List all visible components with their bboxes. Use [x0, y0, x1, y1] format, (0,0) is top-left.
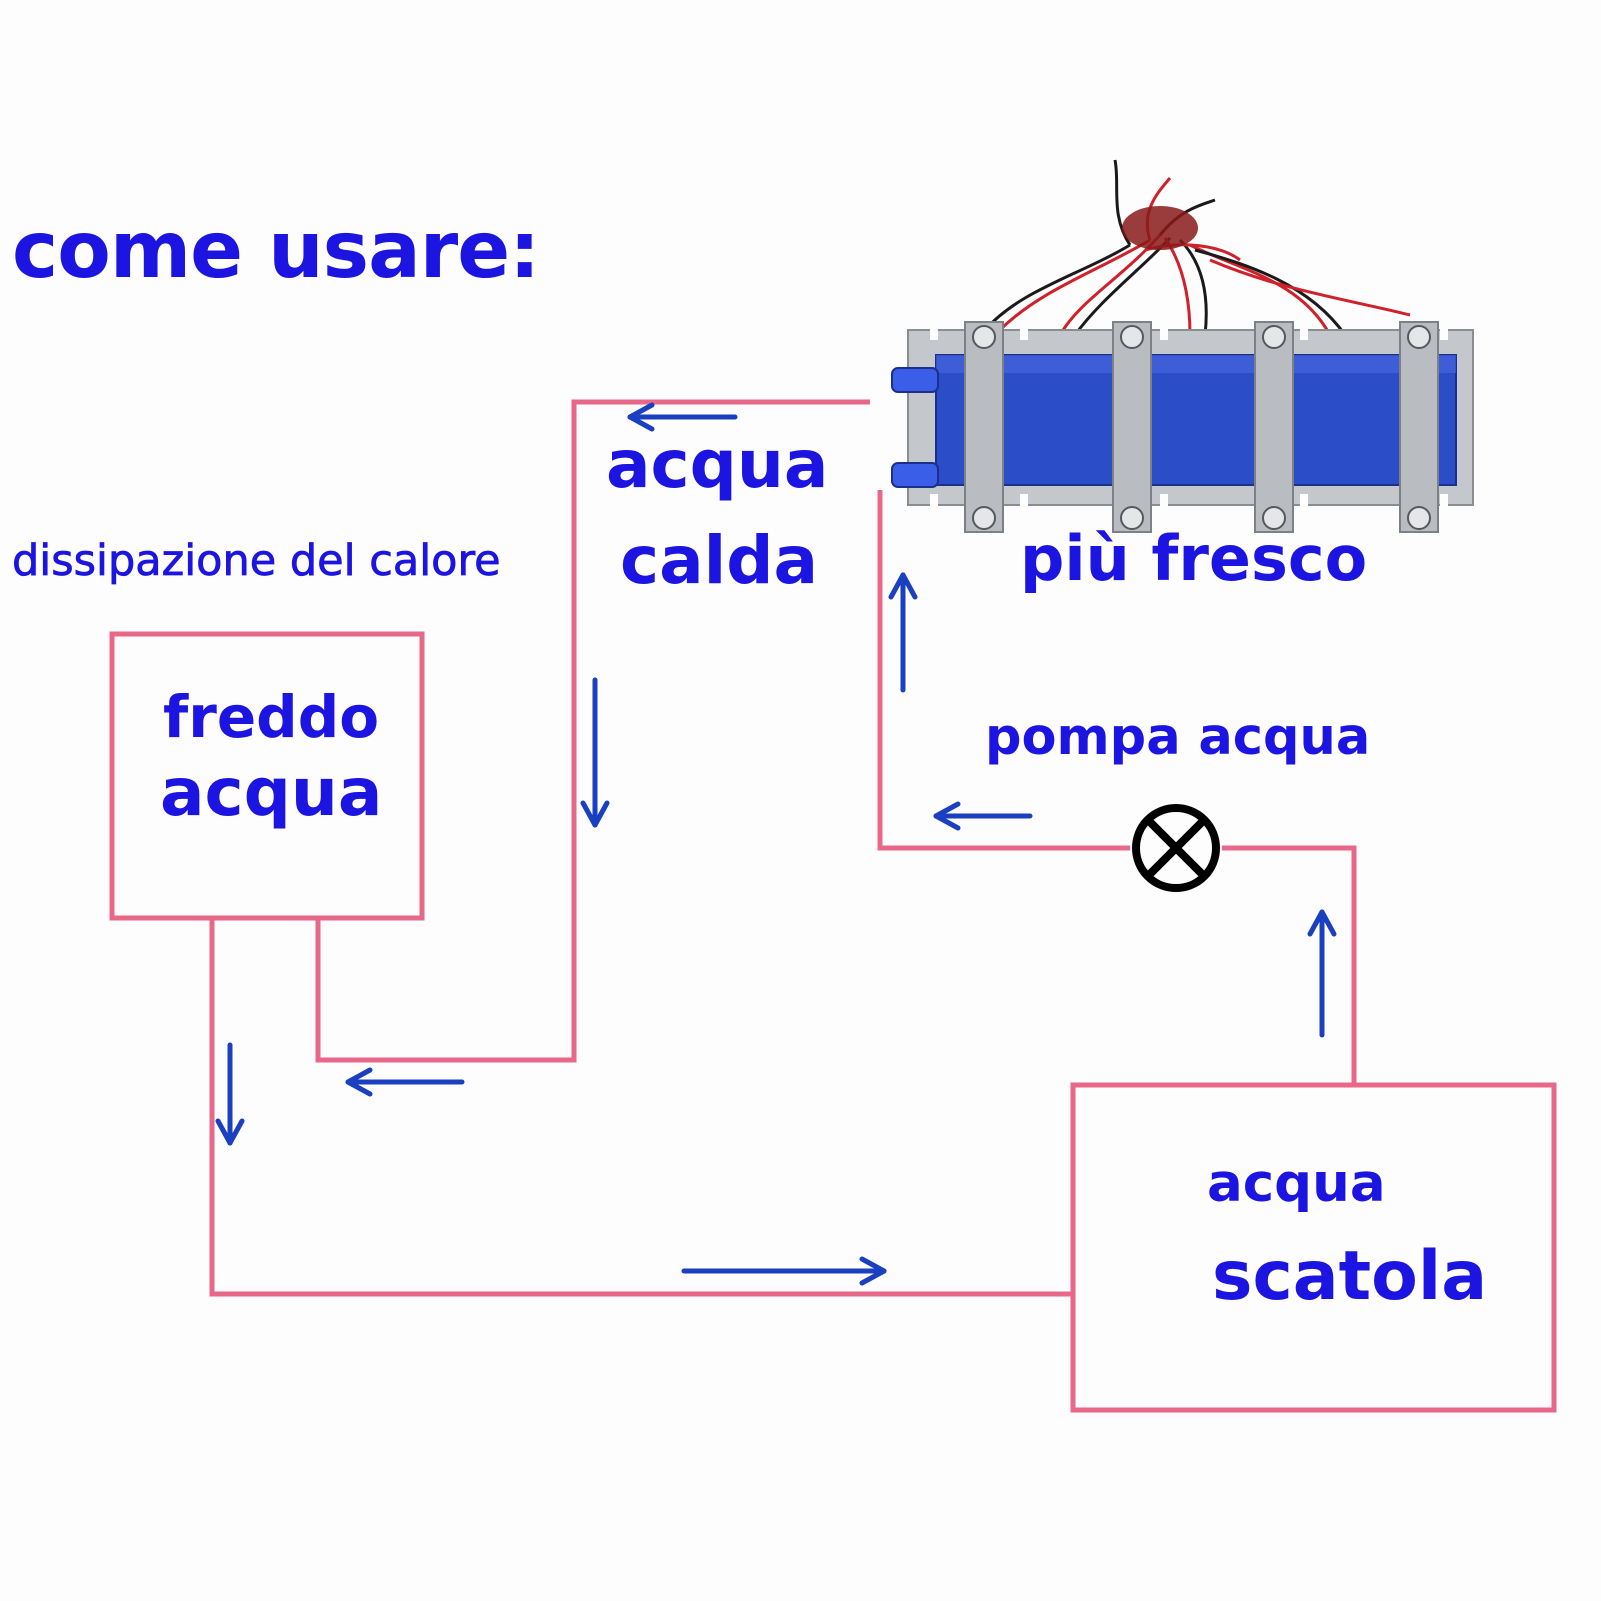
flow-arrow-up-module [888, 572, 918, 693]
cold-water-label-line2: acqua [160, 754, 383, 831]
flow-arrow-down-left [215, 1042, 245, 1146]
flow-arrow-down-middle [580, 677, 610, 828]
hot-water-label-line2: calda [620, 522, 819, 599]
heat-dissipation-label: dissipazione del calore [12, 536, 501, 586]
water-box-label-line2: scatola [1212, 1237, 1488, 1316]
hot-water-pipe [315, 399, 870, 1063]
water-box-label-line1: acqua [1207, 1153, 1386, 1214]
flow-arrow-left-pump [933, 801, 1033, 831]
water-box-tank [1070, 1082, 1557, 1413]
flow-arrow-right-bottom [681, 1256, 887, 1286]
hot-water-label-line1: acqua [606, 426, 829, 503]
piping [109, 399, 1557, 1413]
flow-arrow-left-top [627, 402, 738, 432]
cooler-label: più fresco [1020, 522, 1368, 595]
water-pump-label: pompa acqua [985, 708, 1371, 767]
cold-water-label-line1: freddo [163, 683, 380, 751]
cold-to-box-pipe [209, 918, 1073, 1297]
cold-water-tank [109, 631, 425, 921]
cooling-module-icon [891, 159, 1474, 533]
page-title: come usare: [12, 206, 540, 296]
pump-icon [1132, 804, 1220, 892]
pump-to-module-pipe [877, 490, 1130, 851]
flow-arrow-left-bottom [345, 1067, 465, 1097]
flow-arrow-up-box [1307, 909, 1337, 1038]
box-to-pump-pipe [1222, 845, 1357, 1085]
